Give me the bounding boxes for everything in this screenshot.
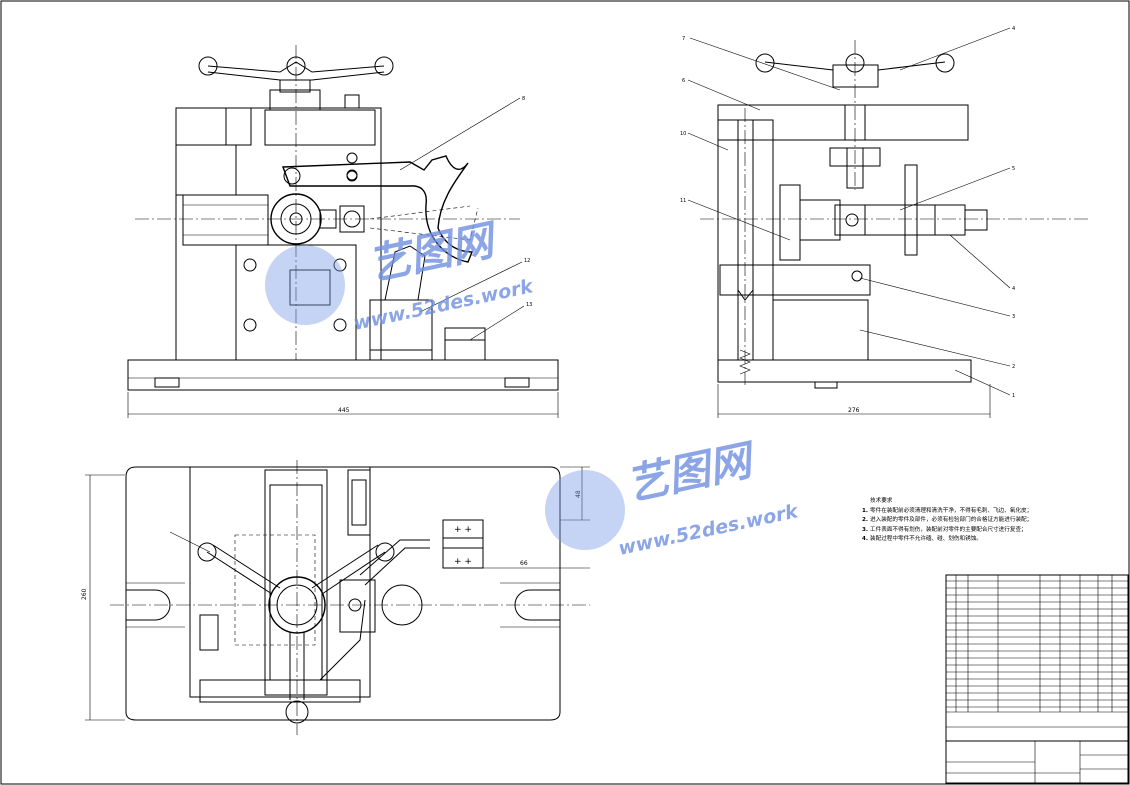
watermark-brand-2: 艺图网 xyxy=(622,434,761,509)
balloon-2: 2 xyxy=(1012,364,1015,370)
balloon-3: 3 xyxy=(1012,314,1015,320)
watermark-url-2: www.52des.work xyxy=(616,500,801,560)
title-block xyxy=(945,574,1129,784)
balloon-6: 6 xyxy=(682,78,685,84)
requirement-item: 1.零件在装配前必须清理和清洗干净，不得有毛刺、飞边、氧化皮； xyxy=(862,507,1033,514)
requirement-item: 4.装配过程中零件不允许磕、碰、划伤和锈蚀。 xyxy=(862,536,982,542)
balloon-10: 10 xyxy=(680,131,686,137)
balloon-13: 13 xyxy=(526,302,532,308)
balloon-5: 5 xyxy=(1012,166,1015,172)
dimension-48: 48 xyxy=(575,490,582,498)
watermark-2: 艺图网 www.52des.work xyxy=(545,434,801,560)
balloon-7: 7 xyxy=(682,36,685,42)
svg-text:+ +: + + xyxy=(454,525,472,535)
technical-requirements: 技术要求 1.零件在装配前必须清理和清洗干净，不得有毛刺、飞边、氧化皮； 2.进… xyxy=(862,497,1130,545)
balloon-4a: 4 xyxy=(1012,26,1015,32)
requirement-item: 3.工件表面不得有划伤，装配前对零件的主要配合尺寸进行复查； xyxy=(862,526,1027,533)
requirement-item: 2.进入装配的零件及部件，必须有检验部门的合格证方能进行装配； xyxy=(862,517,1033,523)
watermark-logo-icon xyxy=(265,245,345,325)
top-view: + + + + 260 48 66 xyxy=(81,460,590,735)
watermark-1: 艺图网 www.52des.work xyxy=(265,214,536,335)
dimension-276: 276 xyxy=(848,407,860,414)
dimension-445: 445 xyxy=(338,407,350,414)
watermark-brand: 艺图网 xyxy=(364,214,503,289)
balloon-4b: 4 xyxy=(1012,286,1015,292)
technical-requirements-title: 技术要求 xyxy=(870,498,893,504)
svg-text:+ +: + + xyxy=(454,557,472,567)
watermark-logo-icon-2 xyxy=(545,470,625,550)
dimension-66: 66 xyxy=(520,560,528,567)
dimension-260: 260 xyxy=(81,588,88,600)
section-view: 7 6 10 11 4 5 4 3 2 1 276 xyxy=(680,26,1090,418)
balloon-11: 11 xyxy=(680,198,686,204)
front-view: 8 12 13 445 xyxy=(127,45,559,418)
balloon-8: 8 xyxy=(522,96,525,102)
balloon-1: 1 xyxy=(1012,393,1015,399)
balloon-12: 12 xyxy=(524,258,530,264)
